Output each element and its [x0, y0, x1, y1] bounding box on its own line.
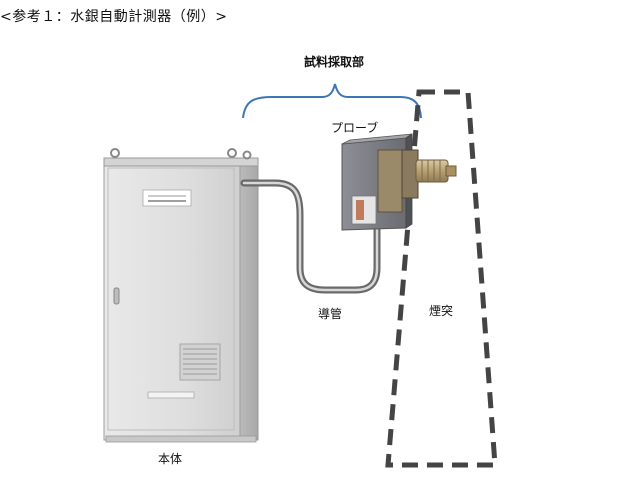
probe-unit — [341, 133, 457, 231]
probe-label: プローブ — [331, 121, 379, 135]
main-unit-label: 本体 — [158, 452, 183, 466]
stack-label: 煙突 — [429, 304, 454, 318]
conduit-label: 導管 — [318, 307, 343, 321]
sampling-section-label: 試料採取部 — [304, 55, 365, 69]
sampling-section-brace — [242, 83, 422, 119]
figure-title: <参考１：水銀自動計測器（例）> — [0, 9, 228, 25]
stack-outline — [385, 89, 498, 468]
main-unit-cabinet — [103, 148, 259, 443]
